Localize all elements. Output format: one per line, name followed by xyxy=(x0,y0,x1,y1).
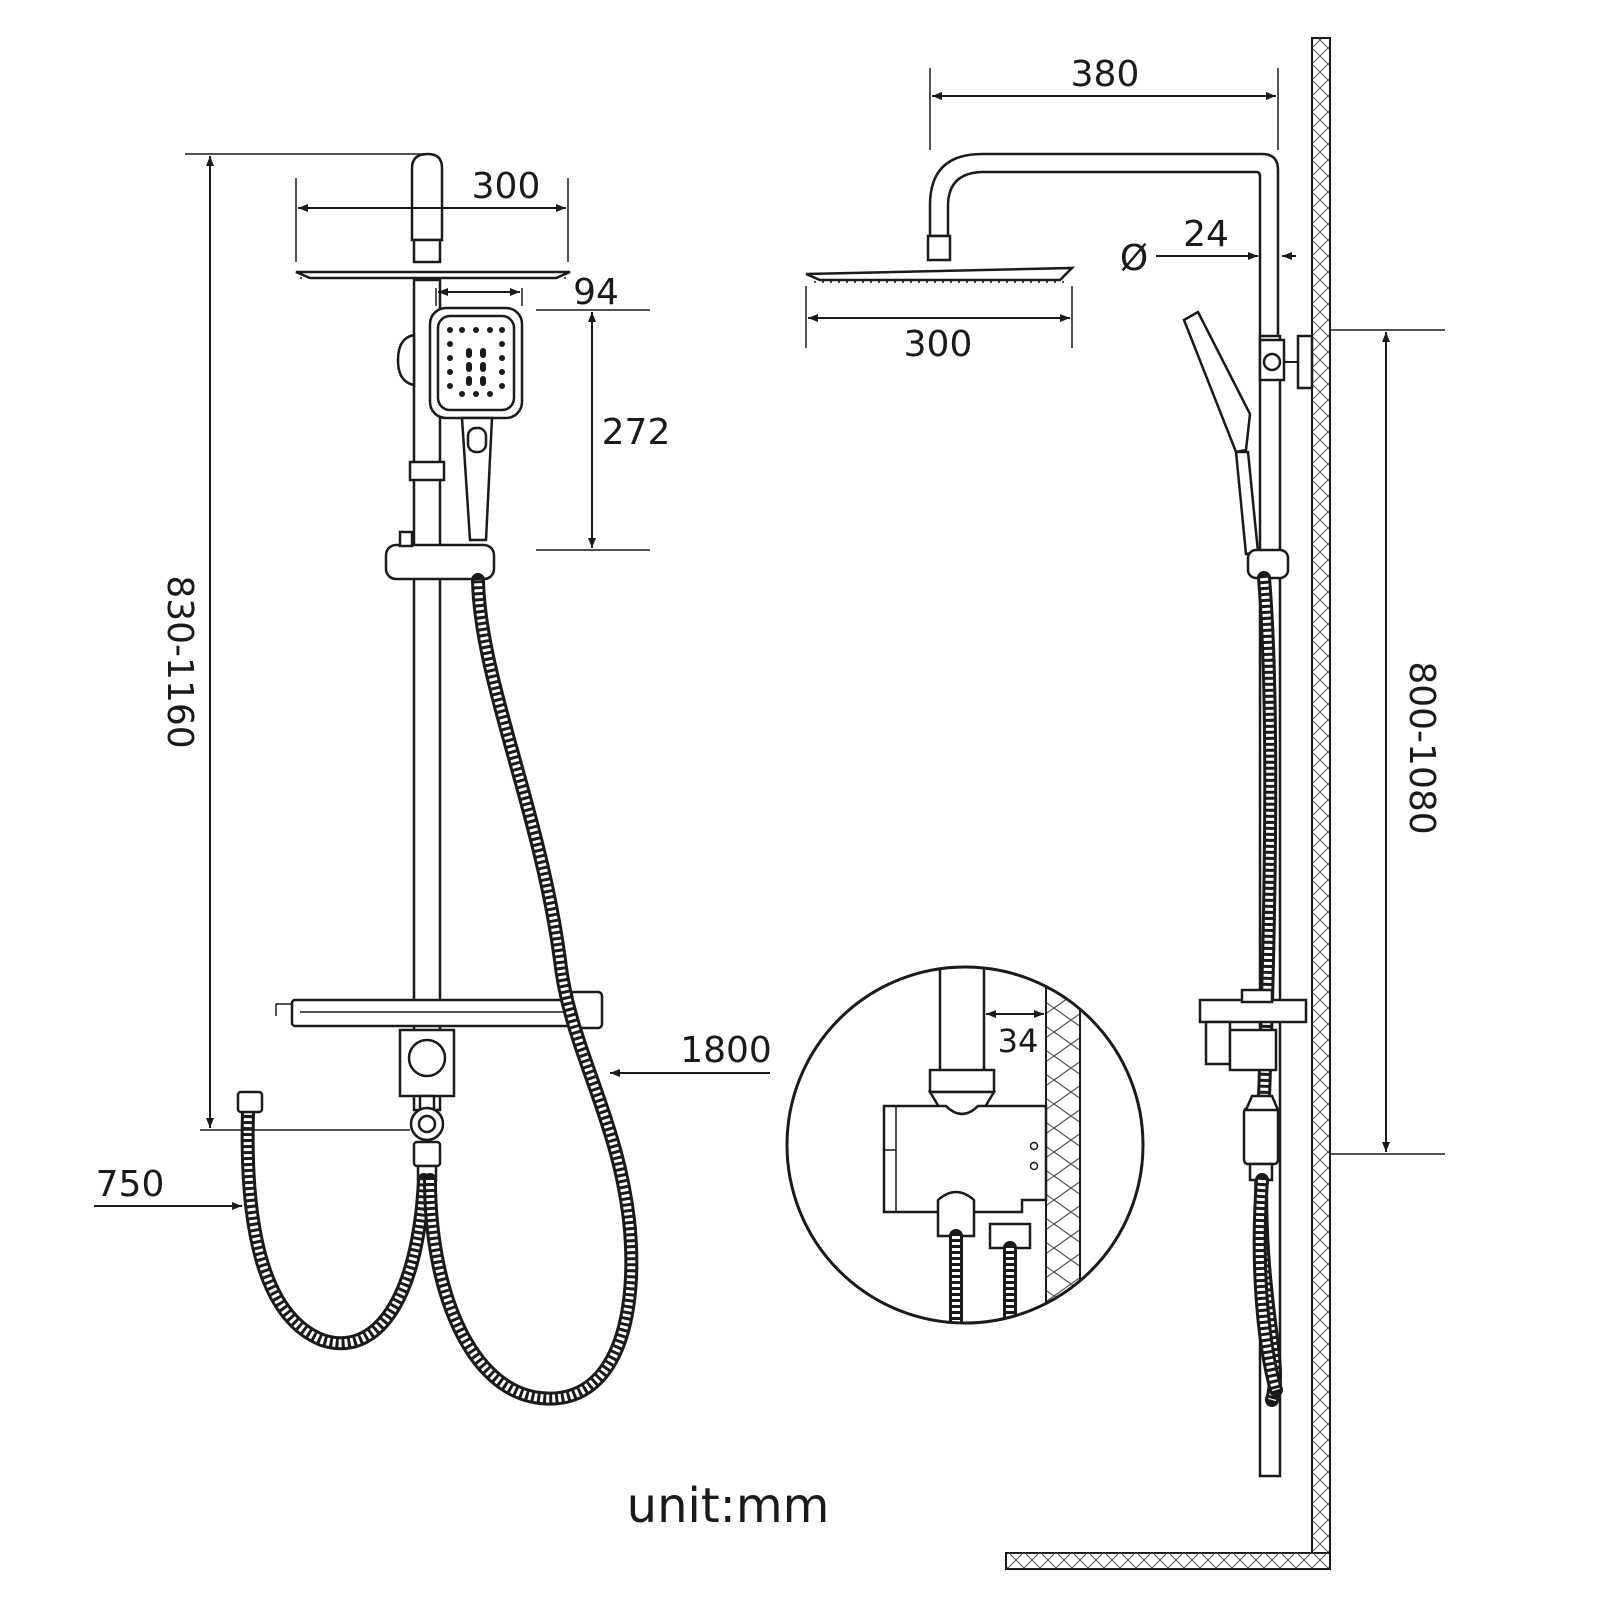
inlet-connector xyxy=(236,1090,264,1114)
detail-circle xyxy=(785,965,1145,1325)
dimension-rain-head-width: 300 xyxy=(295,166,569,262)
dimension-hand-shower-width: 94 xyxy=(435,272,619,313)
dimension-hand-shower-height: 272 xyxy=(536,309,671,551)
wall-section xyxy=(1311,37,1331,1569)
sliding-holder xyxy=(384,543,496,581)
dimension-label: 94 xyxy=(573,272,619,313)
hand-shower xyxy=(428,306,524,542)
rain-shower-head-side xyxy=(805,266,1076,282)
unit-label: unit:mm xyxy=(627,1478,830,1534)
callout-inlet-hose-length: 750 xyxy=(94,1164,242,1210)
front-view: 300 94 272 830-1160 1800 xyxy=(94,152,772,1406)
dimension-label: 750 xyxy=(96,1164,165,1205)
dimension-label: 800-1080 xyxy=(1401,661,1442,834)
dimension-arm-reach: 380 xyxy=(929,54,1279,150)
mixing-valve xyxy=(398,1028,456,1182)
dimension-rail-height-range: 800-1080 xyxy=(1330,329,1445,1155)
dimension-label: 380 xyxy=(1071,54,1140,95)
wall-bracket xyxy=(396,333,416,387)
dimension-label: 830-1160 xyxy=(159,575,200,748)
hand-shower-side xyxy=(1182,310,1252,454)
shelf-side xyxy=(1198,998,1308,1024)
rain-shower-head xyxy=(295,270,571,280)
floor-section xyxy=(1005,1552,1331,1570)
dimension-rain-head-width-side: 300 xyxy=(805,286,1073,365)
dimension-label: 24 xyxy=(1183,214,1229,255)
side-view: 380 Ø 24 300 800-1080 xyxy=(805,37,1445,1570)
dimension-label: 300 xyxy=(904,324,973,365)
head-connector xyxy=(412,238,442,264)
dimension-rail-diameter: Ø 24 xyxy=(1120,214,1296,279)
diameter-symbol: Ø xyxy=(1120,238,1148,279)
dimension-label: 300 xyxy=(472,166,541,207)
callout-shower-hose-length: 1800 xyxy=(610,1030,772,1077)
detail-view: 34 xyxy=(785,965,1145,1325)
dimension-label: 272 xyxy=(602,412,671,453)
dimension-label: 34 xyxy=(998,1022,1039,1060)
dimension-total-height: 830-1160 xyxy=(159,156,410,1131)
dimension-label: 1800 xyxy=(680,1030,772,1071)
mixing-valve-side xyxy=(1242,1106,1280,1166)
